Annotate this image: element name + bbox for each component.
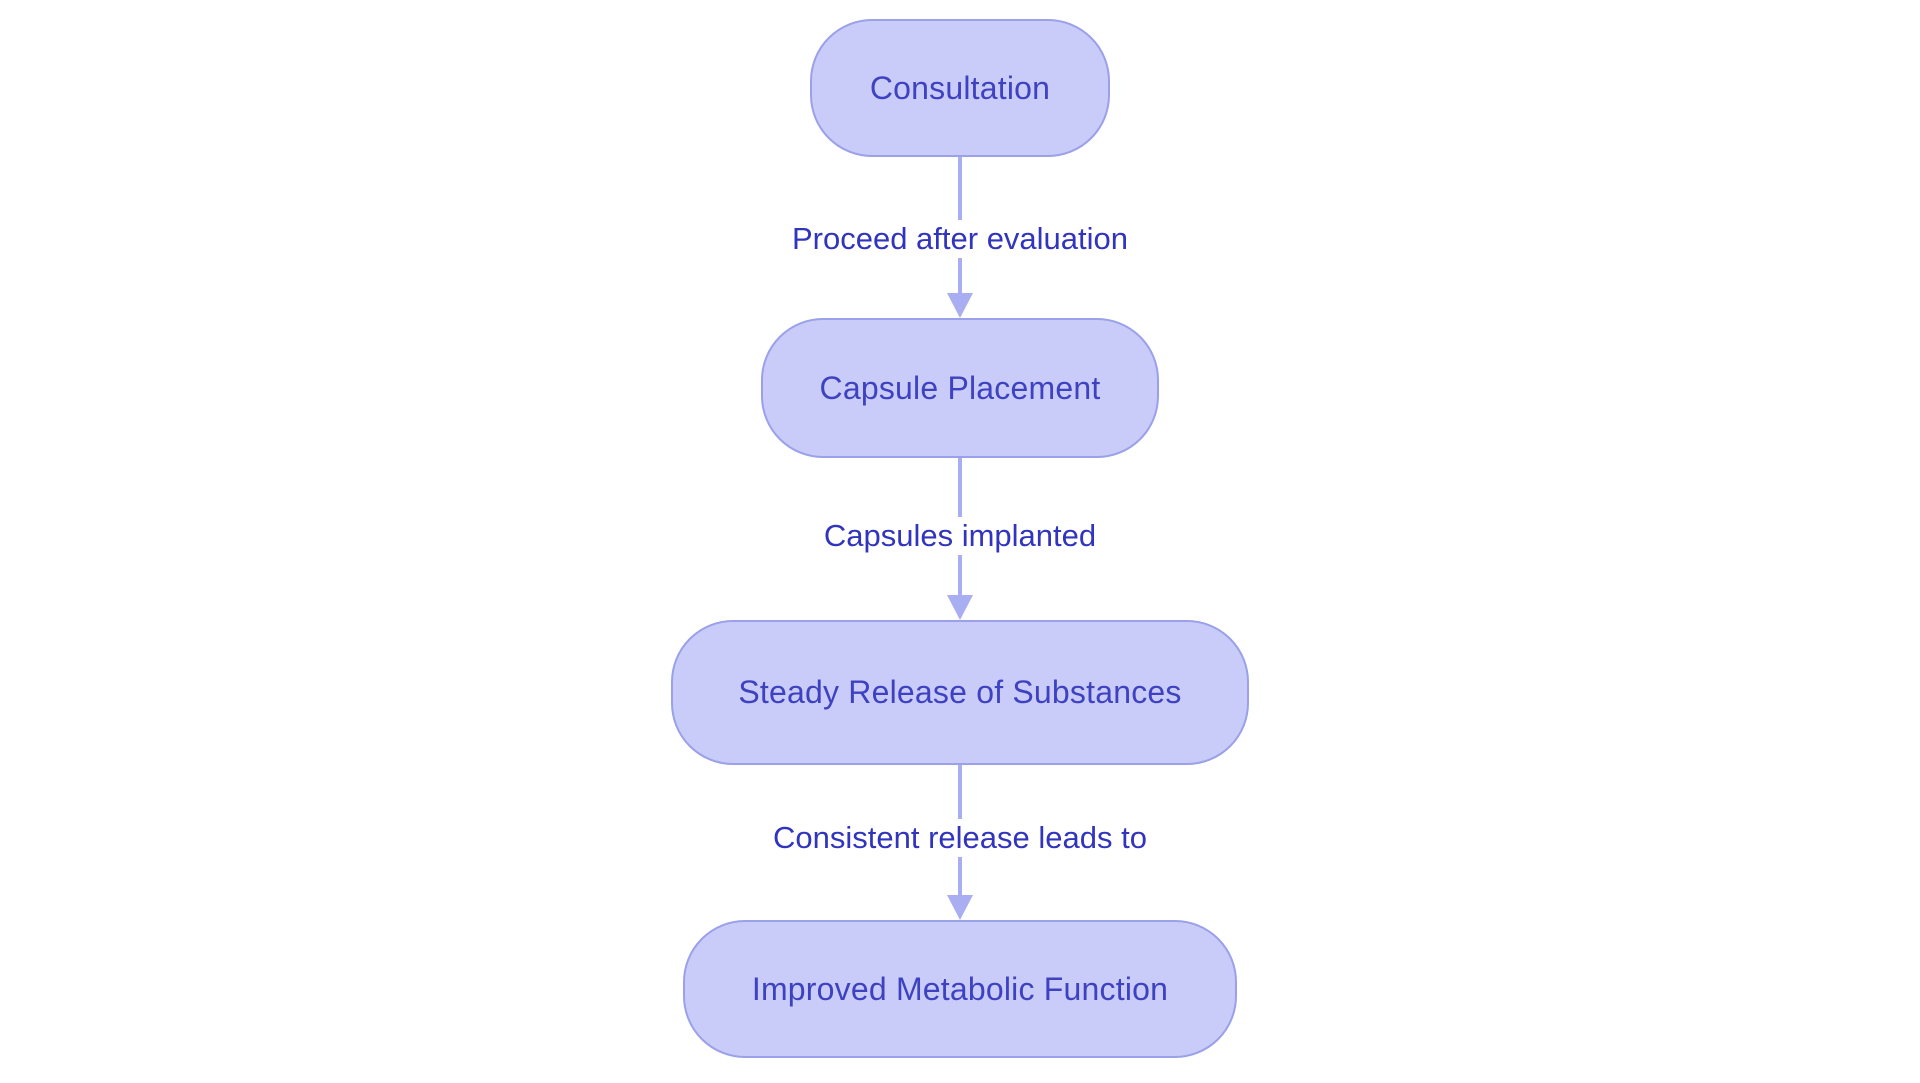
edge-line — [957, 555, 962, 595]
flowchart-node-improved-metabolic-function: Improved Metabolic Function — [683, 920, 1237, 1058]
edge-line — [958, 258, 962, 293]
flowchart-node-steady-release: Steady Release of Substances — [671, 620, 1249, 765]
connector-placement-to-release: Capsules implanted — [818, 458, 1102, 620]
edge-line — [958, 857, 962, 895]
node-label-consultation: Consultation — [869, 69, 1051, 106]
flowchart-node-capsule-placement: Capsule Placement — [761, 318, 1159, 458]
edge-label-consistent-release: Consistent release leads to — [773, 820, 1147, 855]
arrow-down-icon — [947, 293, 973, 318]
edge-line — [957, 458, 962, 517]
edge-line — [958, 157, 962, 220]
node-label-capsule-placement: Capsule Placement — [819, 369, 1101, 406]
edge-line — [958, 765, 962, 819]
arrow-down-icon — [946, 595, 973, 620]
connector-consultation-to-placement: Proceed after evaluation — [786, 157, 1134, 318]
arrow-down-icon — [947, 895, 973, 920]
flowchart-node-consultation: Consultation — [810, 19, 1110, 157]
connector-release-to-function: Consistent release leads to — [767, 765, 1153, 920]
node-label-improved-metabolic-function: Improved Metabolic Function — [751, 970, 1169, 1007]
node-label-steady-release: Steady Release of Substances — [738, 674, 1182, 710]
edge-label-capsules-implanted: Capsules implanted — [823, 518, 1097, 553]
edge-label-proceed-after-evaluation: Proceed after evaluation — [791, 221, 1129, 256]
